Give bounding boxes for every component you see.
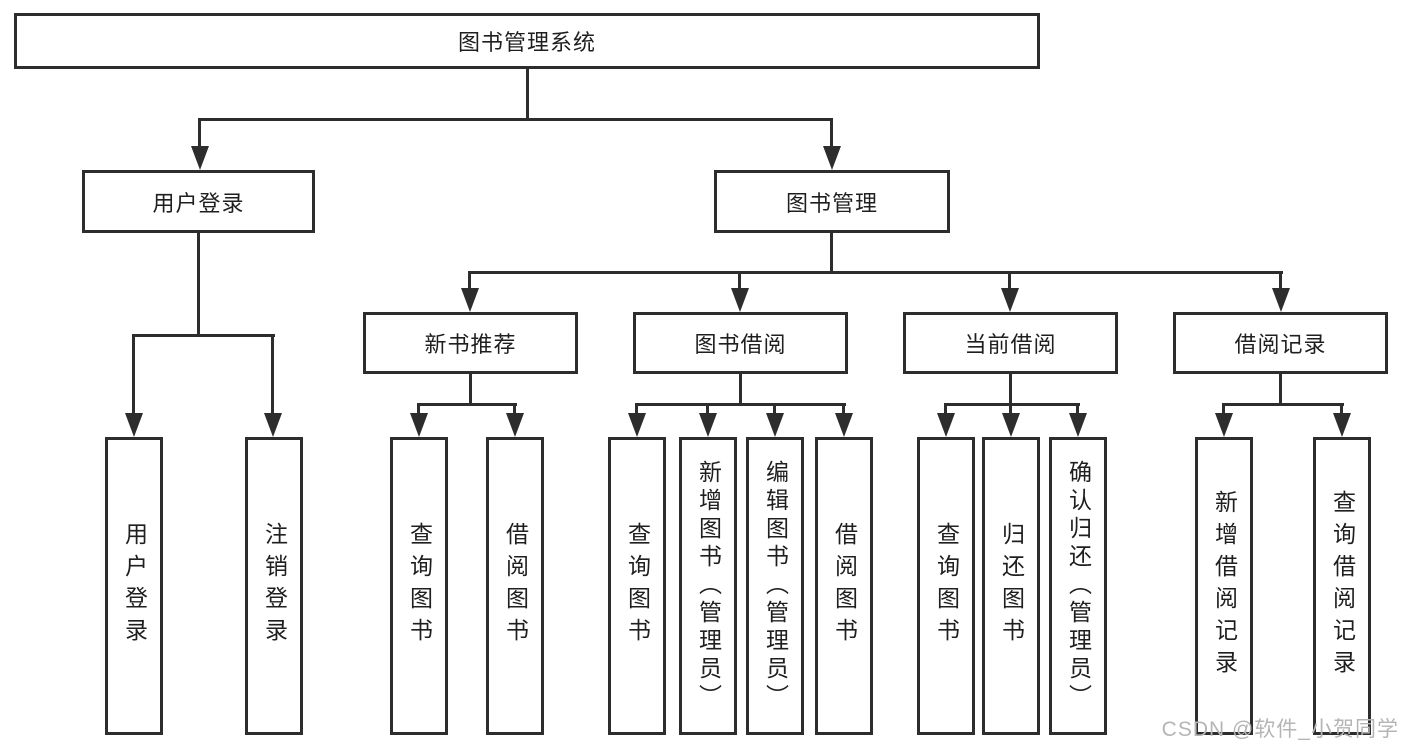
leaf-label: 用户登录 [121,522,148,650]
leaf-label: 借阅图书 [831,522,858,650]
arrow-down-icon [766,413,784,437]
arrow-down-icon [125,413,143,437]
connector-line [271,334,274,416]
connector-line [739,374,742,406]
arrow-down-icon [937,413,955,437]
leaf-label: 编辑图书（管理员） [762,460,789,712]
leaf-label: 查询图书 [933,522,960,650]
arrow-down-icon [1001,288,1019,312]
connector-line [830,233,833,274]
node-borrow-records: 借阅记录 [1173,312,1388,374]
node-book-management: 图书管理 [714,170,950,233]
leaf-label: 借阅图书 [502,522,529,650]
connector-line [1279,271,1282,291]
connector-line [1076,403,1079,417]
leaf-borrow-books: 借阅图书 [486,437,544,735]
connector-line [197,233,200,337]
arrow-down-icon [835,413,853,437]
leaf-label: 注销登录 [261,522,288,650]
connector-line [738,271,741,291]
connector-line [1340,403,1343,417]
connector-line [198,118,833,121]
node-label: 用户登录 [152,190,245,216]
connector-line [1222,403,1344,406]
connector-line [635,403,638,417]
connector-line [830,118,833,150]
arrow-down-icon [1272,288,1290,312]
leaf-borrow-books: 借阅图书 [815,437,873,735]
leaf-user-login: 用户登录 [105,437,163,735]
leaf-return-books: 归还图书 [982,437,1040,735]
arrow-down-icon [628,413,646,437]
leaf-query-books: 查询图书 [390,437,448,735]
node-label: 新书推荐 [424,332,517,357]
connector-line [1279,374,1282,406]
arrow-down-icon [410,413,428,437]
arrow-down-icon [1215,413,1233,437]
node-root: 图书管理系统 [14,13,1040,69]
connector-line [526,69,529,121]
connector-line [198,118,201,150]
arrow-down-icon [506,413,524,437]
leaf-add-borrow-record: 新增借阅记录 [1195,437,1253,735]
arrow-down-icon [461,288,479,312]
connector-line [944,403,947,417]
node-current-borrow: 当前借阅 [903,312,1118,374]
node-label: 当前借阅 [964,332,1057,357]
leaf-query-books: 查询图书 [917,437,975,735]
leaf-query-books: 查询图书 [608,437,666,735]
leaf-label: 新增借阅记录 [1211,490,1238,682]
node-book-borrow: 图书借阅 [633,312,848,374]
connector-line [635,403,846,406]
connector-line [706,403,709,417]
arrow-down-icon [731,288,749,312]
connector-line [1008,271,1011,291]
connector-line [1222,403,1225,417]
node-label: 图书借阅 [694,332,787,357]
connector-line [469,271,1283,274]
arrow-down-icon [699,413,717,437]
node-user-login: 用户登录 [82,170,315,233]
leaf-label: 归还图书 [998,522,1025,650]
leaf-edit-book-admin: 编辑图书（管理员） [746,437,804,735]
watermark: CSDN @软件_小贺同学 [1161,718,1399,741]
node-new-book-recommend: 新书推荐 [363,312,578,374]
leaf-logout: 注销登录 [245,437,303,735]
leaf-label: 查询图书 [624,522,651,650]
connector-line [417,403,517,406]
leaf-label: 查询图书 [406,522,433,650]
connector-line [1009,403,1012,417]
leaf-label: 新增图书（管理员） [695,460,722,712]
connector-line [417,403,420,417]
node-label: 借阅记录 [1234,332,1327,357]
connector-line [469,374,472,406]
leaf-add-book-admin: 新增图书（管理员） [679,437,737,735]
leaf-label: 确认归还（管理员） [1065,460,1092,712]
connector-line [944,403,1080,406]
node-root-label: 图书管理系统 [457,30,596,55]
leaf-confirm-return-admin: 确认归还（管理员） [1049,437,1107,735]
connector-line [132,334,275,337]
connector-line [513,403,516,417]
connector-line [1009,374,1012,406]
connector-line [468,271,471,291]
connector-line [773,403,776,417]
leaf-query-borrow-record: 查询借阅记录 [1313,437,1371,735]
leaf-label: 查询借阅记录 [1329,490,1356,682]
connector-line [842,403,845,417]
arrow-down-icon [264,413,282,437]
arrow-down-icon [1069,413,1087,437]
arrow-down-icon [191,146,209,170]
arrow-down-icon [1002,413,1020,437]
arrow-down-icon [823,146,841,170]
node-label: 图书管理 [785,190,878,216]
connector-line [132,334,135,416]
arrow-down-icon [1333,413,1351,437]
